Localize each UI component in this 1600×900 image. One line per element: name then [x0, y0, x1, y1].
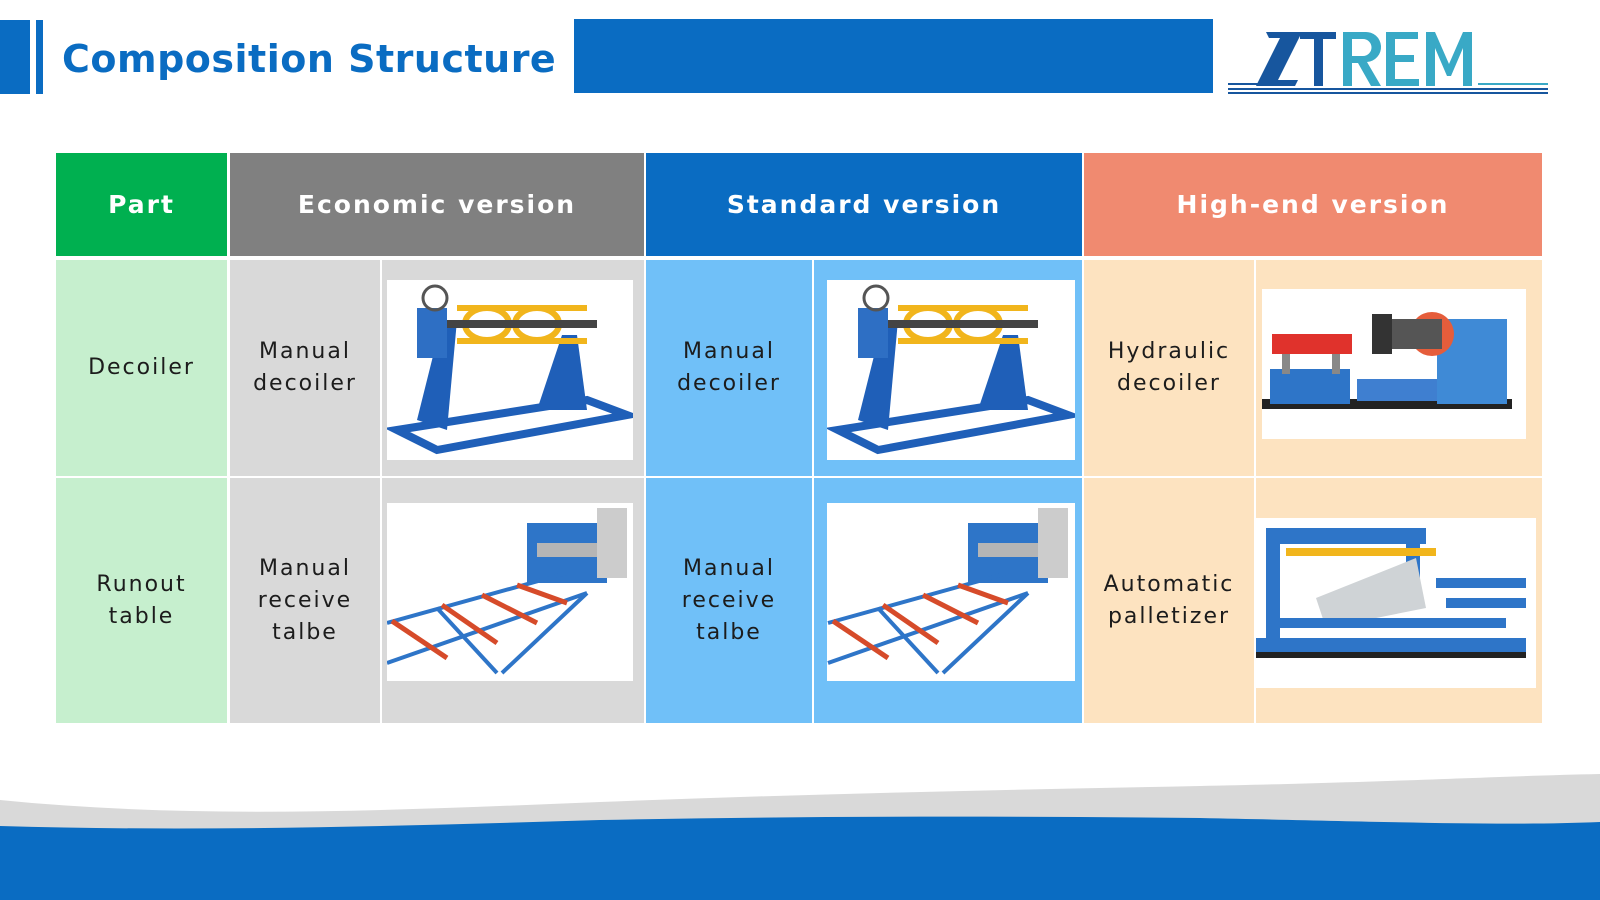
- row2-part-label: Runout table: [96, 571, 187, 629]
- hydraulic-decoiler-image: [1262, 289, 1526, 439]
- header-high-end-label: High-end version: [1176, 190, 1450, 219]
- row2-economic-label: Manual receive talbe: [257, 555, 353, 645]
- row1-economic-label: Manual decoiler: [253, 339, 357, 396]
- row1-economic: Manual decoiler: [230, 260, 380, 476]
- header-standard-label: Standard version: [726, 190, 1002, 219]
- row1-standard-label: Manual decoiler: [677, 339, 781, 396]
- automatic-palletizer-image: [1256, 518, 1536, 688]
- title-accent-block: [0, 20, 30, 94]
- header-part: Part: [56, 153, 227, 256]
- row2-high-end-label: Automatic palletizer: [1103, 571, 1235, 629]
- page-title: Composition Structure: [62, 37, 557, 81]
- ztrem-logo: [1228, 22, 1555, 100]
- row1-part-label: Decoiler: [88, 355, 195, 380]
- row2-high-end: Automatic palletizer: [1084, 478, 1254, 723]
- header-standard: Standard version: [646, 153, 1082, 256]
- bottom-wave-decoration: [0, 774, 1600, 900]
- composition-table: Part Economic version Standard version H…: [56, 153, 1542, 723]
- row1-standard: Manual decoiler: [646, 260, 812, 476]
- row2-part: Runout table: [56, 478, 227, 723]
- manual-decoiler-image: [827, 280, 1075, 460]
- row2-standard: Manual receive talbe: [646, 478, 812, 723]
- header-economic: Economic version: [230, 153, 644, 256]
- manual-decoiler-image: [387, 280, 633, 460]
- runout-table-image: [827, 503, 1075, 681]
- row1-high-end-label: Hydraulic decoiler: [1107, 339, 1231, 396]
- runout-table-image: [387, 503, 633, 681]
- title-accent-stripe: [36, 20, 43, 94]
- title-band: [574, 19, 1213, 93]
- row2-standard-label: Manual receive talbe: [681, 555, 777, 645]
- header-part-label: Part: [108, 190, 175, 219]
- row2-economic: Manual receive talbe: [230, 478, 380, 723]
- header-economic-label: Economic version: [297, 190, 577, 219]
- row1-part: Decoiler: [56, 260, 227, 476]
- row1-high-end: Hydraulic decoiler: [1084, 260, 1254, 476]
- header-high-end: High-end version: [1084, 153, 1542, 256]
